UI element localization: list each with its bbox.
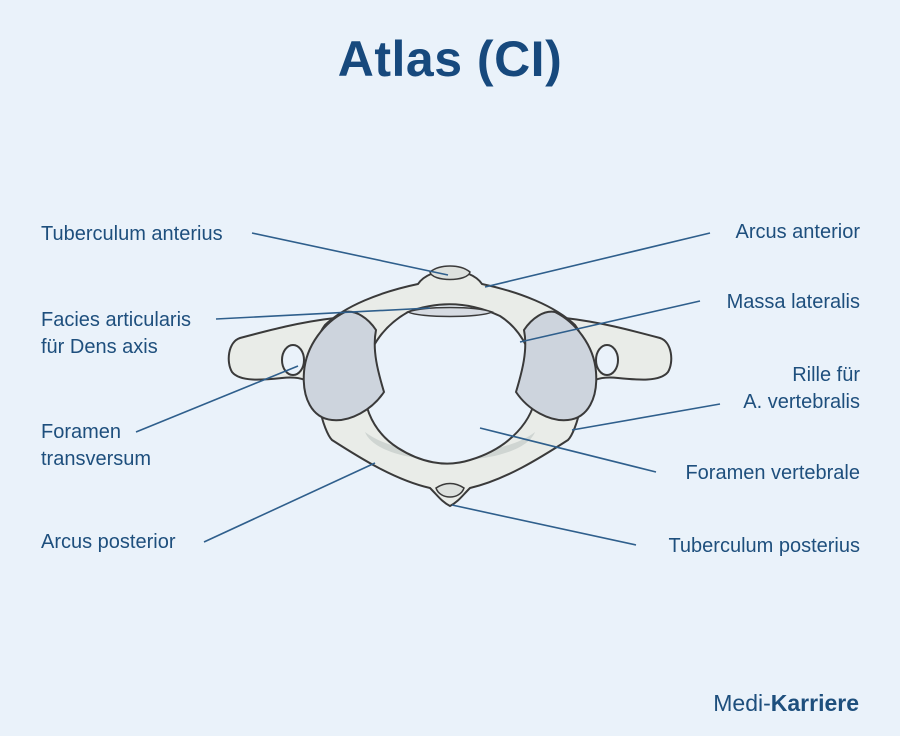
label-facies-articularis: Facies articularis für Dens axis xyxy=(41,307,191,361)
leader-rille xyxy=(571,403,721,431)
label-arcus-anterior: Arcus anterior xyxy=(735,221,861,243)
right-foramen-transversum xyxy=(595,344,619,376)
leader-foramen-transversum xyxy=(135,365,299,433)
label-foramen-vertebrale: Foramen vertebrale xyxy=(685,462,860,484)
dens-facet xyxy=(406,306,494,318)
anterior-tubercle xyxy=(429,265,471,281)
label-rille-line1: Rille für xyxy=(792,364,860,386)
brand-logo: Medi-Karriere xyxy=(713,690,859,717)
leader-facies-articularis xyxy=(215,307,431,320)
label-arcus-posterior: Arcus posterior xyxy=(41,531,176,553)
posterior-tubercle xyxy=(435,482,465,498)
label-massa-lateralis: Massa lateralis xyxy=(726,291,860,313)
label-facies-articularis-line1: Facies articularis xyxy=(41,309,192,331)
left-articular-surface xyxy=(302,310,386,422)
leader-massa-lateralis xyxy=(519,300,701,343)
leader-arcus-anterior xyxy=(484,232,711,288)
label-foramen-transversum-line1: Foramen xyxy=(41,421,122,443)
label-tuberculum-anterius: Tuberculum anterius xyxy=(41,223,223,245)
leader-arcus-posterior xyxy=(203,462,376,543)
brand-name: Karriere xyxy=(770,690,859,716)
label-rille-line2: A. vertebralis xyxy=(743,391,860,413)
vertebral-foramen xyxy=(362,303,538,465)
label-foramen-transversum: Foramen transversum xyxy=(41,419,151,473)
left-foramen-transversum xyxy=(281,344,305,376)
label-rille-a-vertebralis: Rille für A. vertebralis xyxy=(743,362,860,416)
atlas-bone xyxy=(227,265,673,508)
leader-lines xyxy=(135,232,721,546)
leader-foramen-vertebrale xyxy=(479,427,657,473)
leader-tuberculum-posterius xyxy=(451,504,637,546)
label-tuberculum-posterius: Tuberculum posterius xyxy=(668,535,860,557)
label-foramen-transversum-line2: transversum xyxy=(41,448,152,470)
label-facies-articularis-line2: für Dens axis xyxy=(41,336,158,358)
brand-prefix: Medi- xyxy=(713,690,771,716)
leader-tuberculum-anterius xyxy=(251,232,449,276)
page-title: Atlas (CI) xyxy=(337,31,563,87)
